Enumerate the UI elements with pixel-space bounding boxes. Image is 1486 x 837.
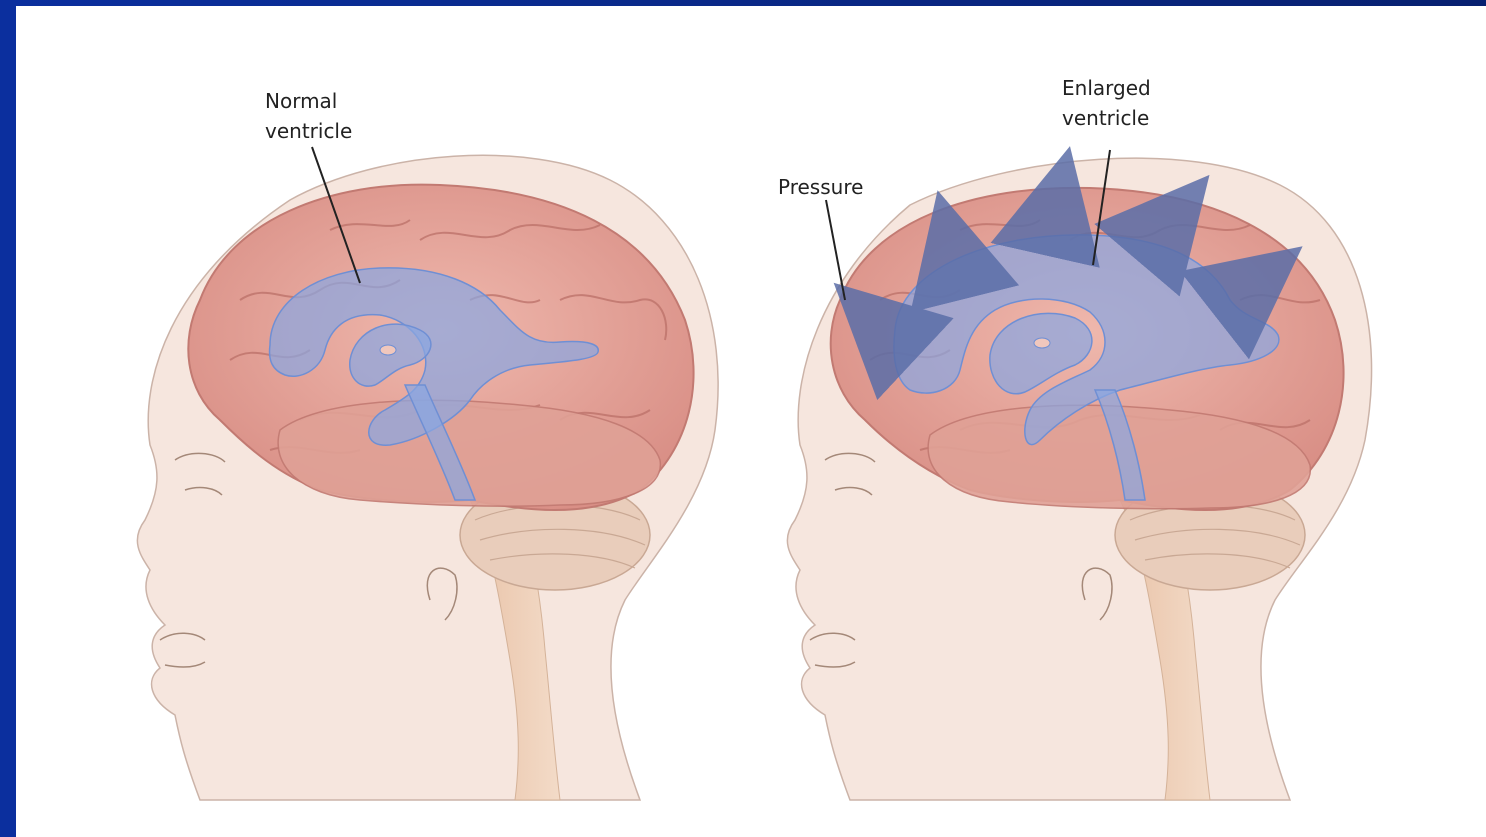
enlarged-ventricle-label-line2: ventricle xyxy=(1062,106,1149,130)
pressure-arrow-top xyxy=(1059,168,1065,240)
normal-ventricle-label-line2: ventricle xyxy=(265,119,352,143)
normal-head: Normal ventricle xyxy=(137,89,718,800)
enlarged-ventricle-label-line1: Enlarged xyxy=(1062,76,1151,100)
enlarged-head: Enlarged ventricle Pressure xyxy=(778,76,1372,800)
pressure-leader xyxy=(826,200,845,300)
normal-ventricle-label-line1: Normal xyxy=(265,89,337,113)
pressure-label: Pressure xyxy=(778,175,863,199)
